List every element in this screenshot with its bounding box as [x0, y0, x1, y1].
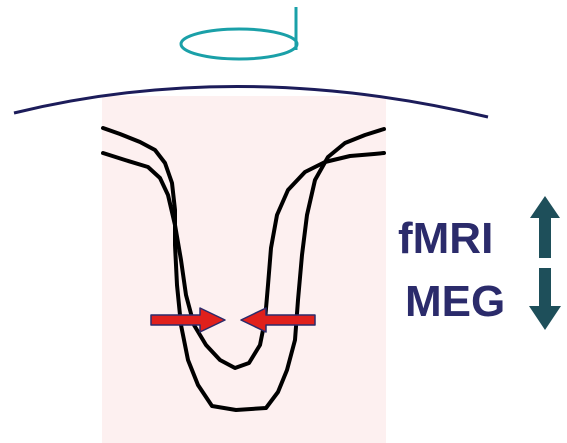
cortex-tissue-block [102, 96, 386, 443]
fmri-label: fMRI [398, 217, 493, 261]
coil-sensor-icon [181, 7, 297, 59]
arrow-down-icon [529, 268, 561, 330]
meg-label: MEG [405, 280, 505, 324]
arrow-up-icon [530, 196, 560, 258]
